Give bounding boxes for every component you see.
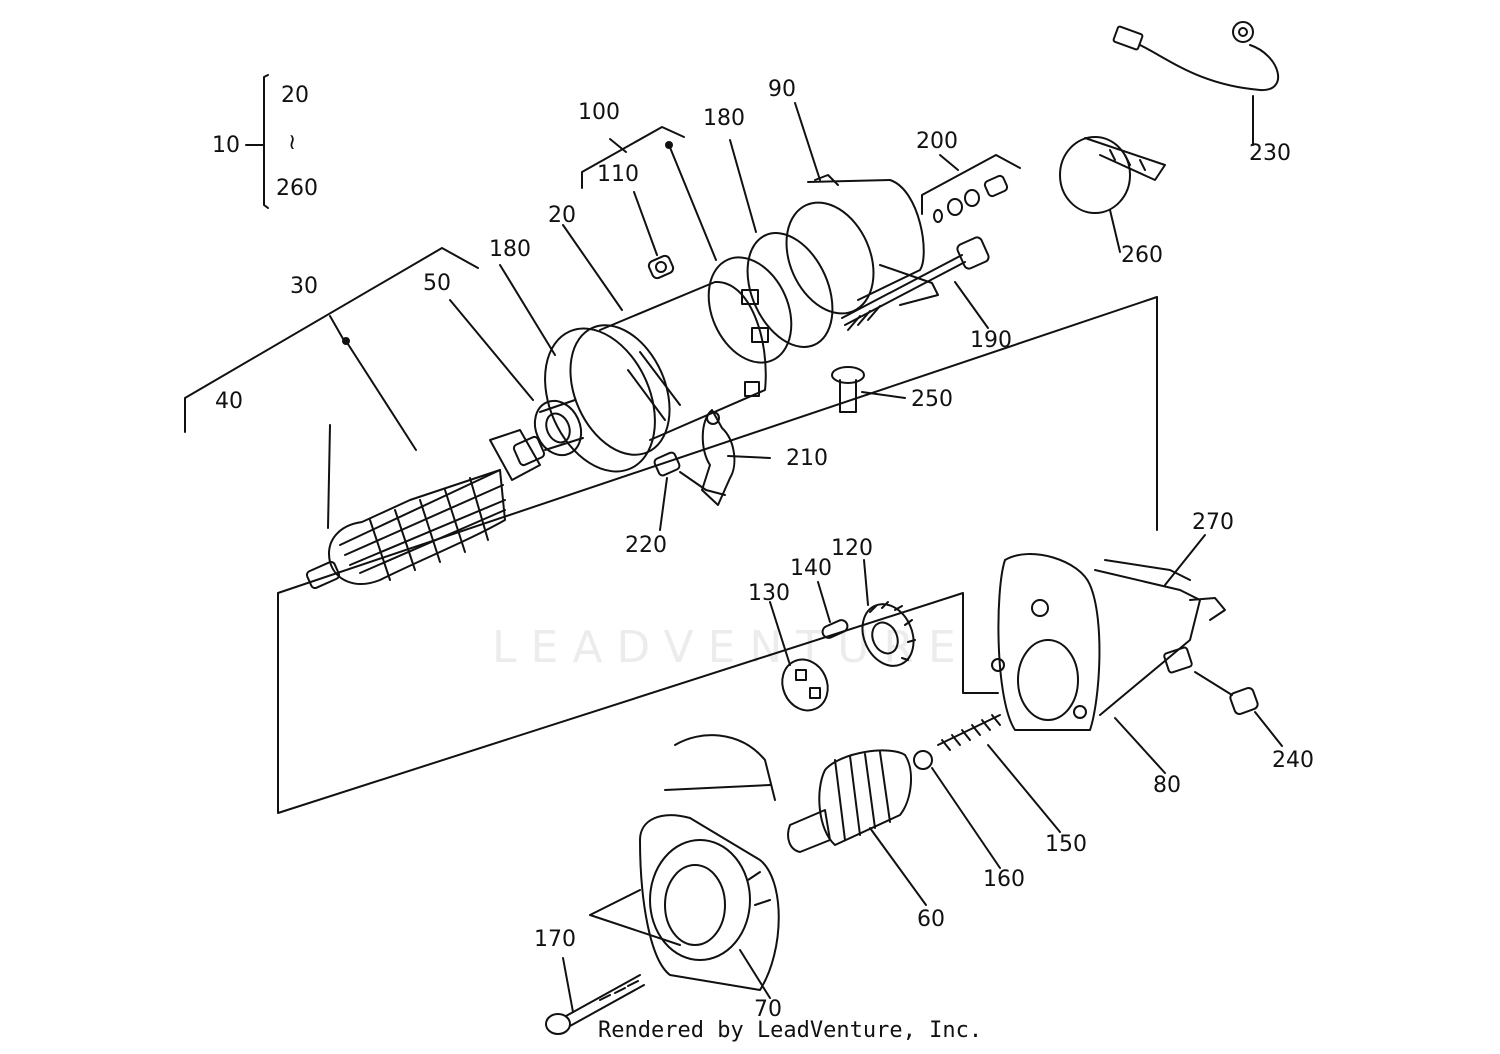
group-10-label: 10 [212,133,240,158]
housing-80-shape [991,553,1226,731]
callout-40: 40 [215,389,243,414]
yoke-20-shape [569,280,767,456]
callout-60: 60 [917,907,945,932]
callout-90: 90 [768,77,796,102]
callout-140: 140 [790,556,832,581]
callout-100: 100 [578,100,620,125]
callout-110: 110 [597,162,639,187]
gear-120-shape [861,601,916,667]
footer-credit: Rendered by LeadVenture, Inc. [598,1018,983,1043]
callout-270: 270 [1192,510,1234,535]
callout-120: 120 [831,536,873,561]
pin-140-shape [821,619,849,639]
group-10-to-label: 260 [276,176,318,201]
bearing-50-shape [533,399,584,457]
callout-200: 200 [916,129,958,154]
callout-180-right: 180 [703,106,745,131]
callout-220: 220 [625,533,667,558]
frame-outline-lower [277,592,999,814]
leader-lines [327,95,1283,1013]
group-10-sep-label: ≀ [288,130,297,155]
pinion-60-shape [787,749,912,853]
nut-240-shape [1229,686,1259,716]
group-10-bracket [263,74,269,209]
callout-30: 30 [290,274,318,299]
watermark: LEADVENTURE [492,622,970,673]
callout-80: 80 [1153,773,1181,798]
callout-150: 150 [1045,832,1087,857]
group-10-from-label: 20 [281,83,309,108]
callout-130: 130 [748,581,790,606]
o-ring-180-right [746,232,834,348]
lever-210-shape [679,409,736,506]
callout-190: 190 [970,328,1012,353]
frame-outline [277,296,1158,594]
spring-150-shape [937,714,1001,751]
through-bolt-190-shape [841,236,990,331]
nut-110-shape [647,254,675,280]
screw-250-shape [831,366,865,413]
washer-nut-200-shape [933,174,1009,223]
group-200-bracket [921,154,1021,215]
group-30-bracket [184,247,479,433]
ball-160-shape [913,750,933,770]
callout-70: 70 [754,997,782,1022]
nut-220-shape [653,451,681,477]
callout-210: 210 [786,446,828,471]
lead-wire-230-shape [1112,21,1279,92]
callout-170: 170 [534,927,576,952]
callout-230: 230 [1249,141,1291,166]
o-ring-180-left [544,327,656,473]
band-clamp-260-shape [1059,136,1166,214]
rear-cover-90-shape [785,174,939,315]
callout-160: 160 [983,867,1025,892]
callout-180-left: 180 [489,237,531,262]
callout-20: 20 [548,203,576,228]
callout-260: 260 [1121,243,1163,268]
armature-40-shape [305,429,546,590]
front-bracket-70-shape [639,734,780,991]
bolt-170-shape [545,974,645,1035]
callout-240: 240 [1272,748,1314,773]
callout-50: 50 [423,271,451,296]
retainer-130-shape [781,658,829,712]
callout-250: 250 [911,387,953,412]
